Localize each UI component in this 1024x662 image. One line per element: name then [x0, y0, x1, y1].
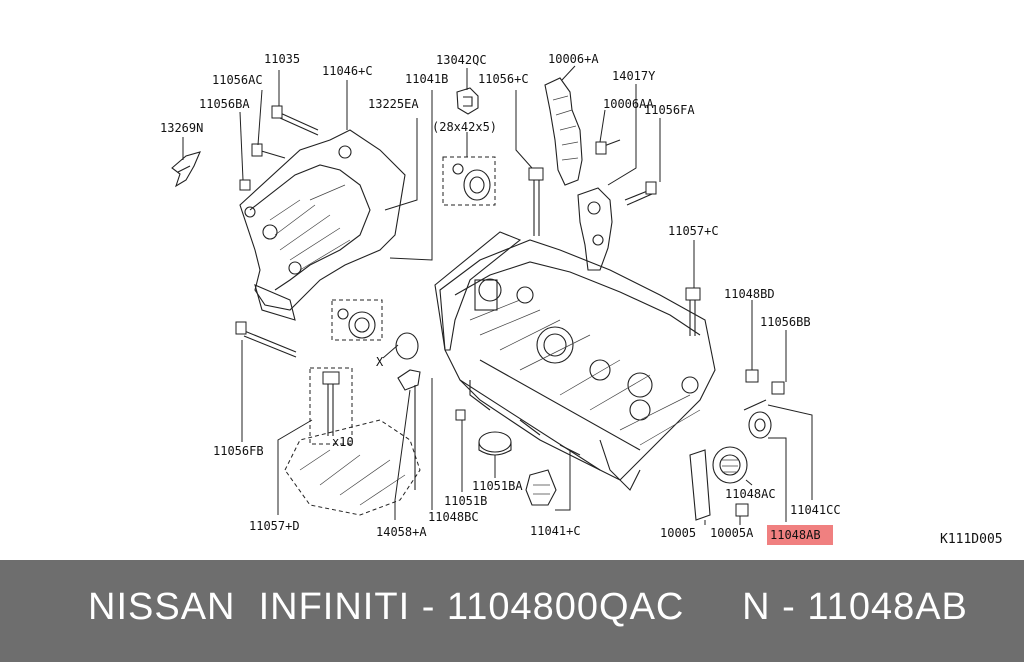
label-28x42x5: (28x42x5) [432, 120, 497, 134]
bracket-10006A [544, 77, 583, 186]
lower-engine-sketch [284, 419, 421, 516]
label-14017Y: 14017Y [612, 69, 656, 83]
bolt-11035 [271, 105, 319, 136]
seal-11041CC [743, 399, 772, 439]
label-11048BC: 11048BC [428, 510, 479, 524]
label-11041C: 11041+C [530, 524, 581, 538]
label-11046C: 11046+C [322, 64, 373, 78]
label-13042QC: 13042QC [436, 53, 487, 67]
label-11057D: 11057+D [249, 519, 300, 533]
diagram-canvas: 11035 11056AC 11046+C 11041B 13042QC 110… [160, 52, 1003, 547]
label-10005A: 10005A [710, 526, 754, 540]
nut-11051B [455, 409, 466, 421]
bolt-11056AC [251, 143, 286, 159]
part-labels: 11035 11056AC 11046+C 11041B 13042QC 110… [160, 52, 1003, 547]
bolt-10006AA [595, 139, 621, 155]
label-11056FB: 11056FB [213, 444, 264, 458]
label-11056AC-top: 11056AC [212, 73, 263, 87]
label-11051B: 11051B [444, 494, 487, 508]
diagram-code: K111D005 [940, 532, 1003, 547]
label-x10: x10 [332, 435, 354, 449]
cylinder-head [439, 239, 716, 491]
seal-left [331, 299, 383, 341]
label-11035: 11035 [264, 52, 300, 66]
label-14058A: 14058+A [376, 525, 427, 539]
bolt-11056FB [235, 321, 297, 358]
highlight-11048AB [767, 525, 833, 545]
leader-lines [182, 65, 813, 525]
bolt-11056C [528, 167, 544, 236]
label-11048AB: 11048AB [770, 528, 821, 542]
bolt-11056BB [771, 381, 785, 395]
label-X: X [376, 355, 384, 369]
label-11048BD: 11048BD [724, 287, 775, 301]
footer-bar: NISSAN INFINITI - 1104800QAC N - 11048AB [0, 560, 1024, 662]
timing-cover-outline [434, 231, 522, 351]
label-11057C: 11057+C [668, 224, 719, 238]
seal-X [395, 332, 421, 391]
label-11056BB: 11056BB [760, 315, 811, 329]
bracket-14017Y [577, 187, 613, 271]
label-10006A: 10006+A [548, 52, 599, 66]
label-11051BA: 11051BA [472, 479, 523, 493]
label-10005: 10005 [660, 526, 696, 540]
seal-13042QC [442, 87, 496, 206]
bolt-10005A [735, 503, 749, 517]
plug-11041C [525, 469, 557, 506]
label-10006AA: 10006AA [603, 97, 654, 111]
plug-11051BA [478, 431, 512, 456]
nut-11056BA [239, 179, 251, 191]
part-number-caption: NISSAN INFINITI - 1104800QAC N - 11048AB [88, 586, 968, 628]
label-11041B: 11041B [405, 72, 448, 86]
nut-11048BD [745, 369, 759, 383]
label-11056BA: 11056BA [199, 97, 250, 111]
label-13225EA: 13225EA [368, 97, 419, 111]
clip-13269N [171, 151, 201, 188]
seal-11048AC [712, 446, 748, 484]
label-11041CC: 11041CC [790, 503, 841, 517]
plate-10005 [689, 449, 711, 521]
label-13269N: 13269N [160, 121, 203, 135]
bolts-11057D [309, 367, 353, 445]
label-11048AC: 11048AC [725, 487, 776, 501]
label-11056C: 11056+C [478, 72, 529, 86]
engine-bracket [239, 129, 406, 321]
label-11056FA: 11056FA [644, 103, 695, 117]
parts-diagram: 11035 11056AC 11046+C 11041B 13042QC 110… [160, 52, 1003, 547]
bolt-11057C [685, 287, 701, 336]
bolt-11056FA [624, 181, 657, 206]
